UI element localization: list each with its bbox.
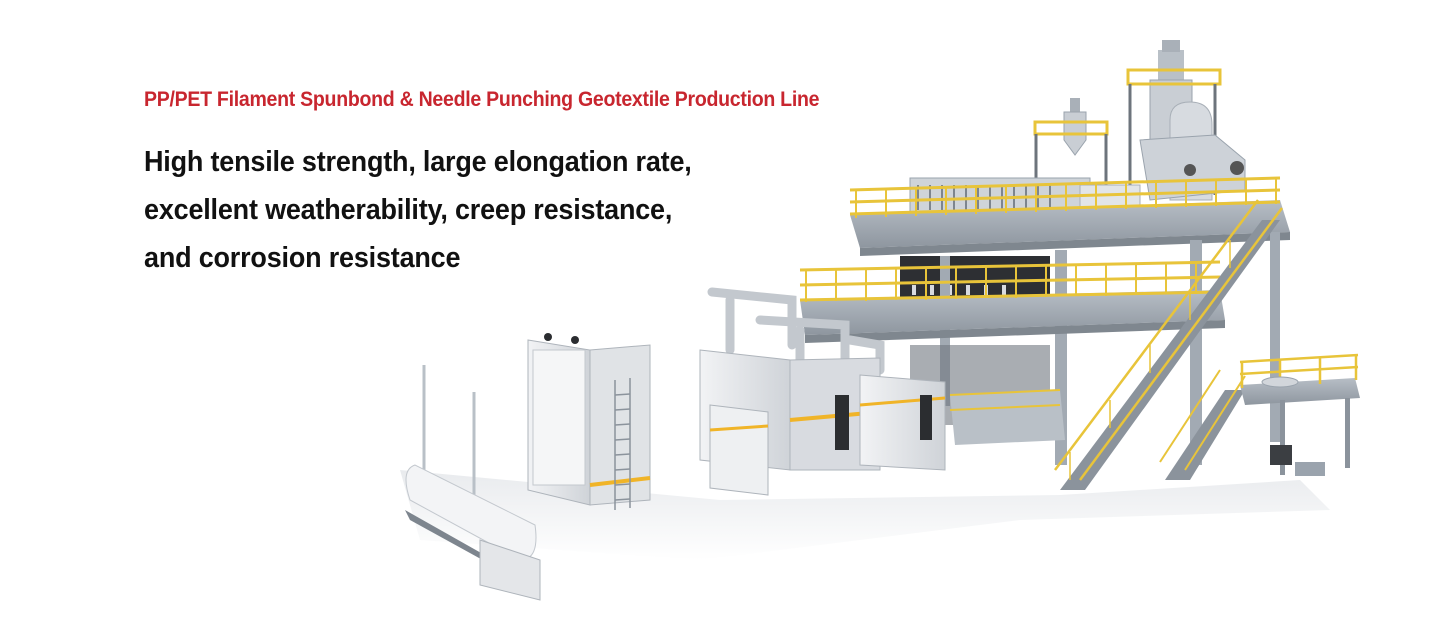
headline-line-2: excellent weatherability, creep resistan… xyxy=(144,194,673,226)
feature-headline: High tensile strength, large elongation … xyxy=(144,138,764,282)
headline-line-3: and corrosion resistance xyxy=(144,242,461,274)
headline-line-1: High tensile strength, large elongation … xyxy=(144,146,692,178)
product-line-subtitle: PP/PET Filament Spunbond & Needle Punchi… xyxy=(144,88,820,111)
